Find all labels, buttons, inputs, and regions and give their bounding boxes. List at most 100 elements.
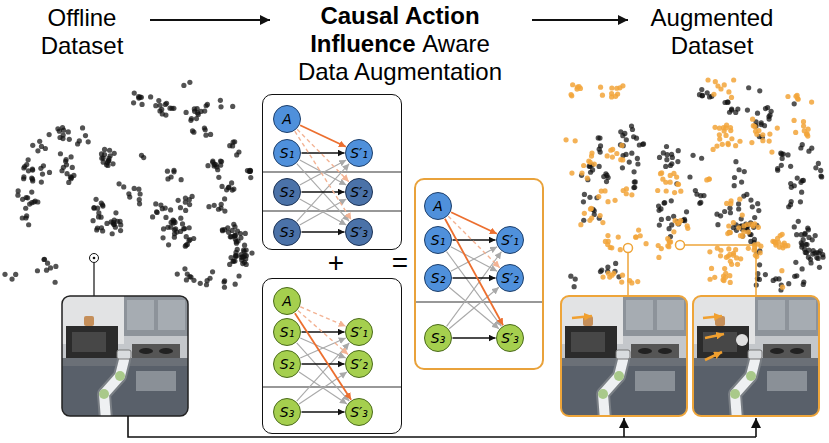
label-box: Causal Action InfluenceAware Data Augmen… — [287, 2, 513, 86]
scatter-dot — [222, 209, 227, 214]
node-label: S₁ — [431, 233, 446, 247]
causal-edge — [447, 252, 502, 327]
scatter-dot — [2, 272, 7, 277]
label-box: Offline Dataset — [12, 4, 152, 60]
scatter-dot — [588, 160, 593, 165]
node-label: S₁ — [280, 146, 295, 160]
causal-edge — [299, 372, 347, 404]
scatter-dot — [185, 242, 190, 247]
causal-edge — [298, 311, 348, 355]
scatter-dot — [732, 183, 737, 188]
scatter-dot — [700, 93, 705, 98]
scatter-dot — [234, 152, 239, 157]
scatter-dot — [698, 200, 703, 205]
scatter-dot — [724, 122, 729, 127]
scatter-dot — [755, 201, 760, 206]
scatter-dot — [90, 218, 95, 223]
scatter-dot — [207, 276, 212, 281]
scatter-dot — [795, 175, 800, 180]
scatter-dot — [659, 217, 664, 222]
scatter-dot — [775, 125, 780, 130]
scatter-dot — [165, 169, 170, 174]
scatter-dot — [38, 166, 43, 171]
variable-node: A — [424, 192, 452, 220]
scatter-dot — [756, 208, 761, 213]
scatter-dot — [727, 110, 732, 115]
scatter-dot — [620, 273, 625, 278]
scatter-dot — [766, 114, 771, 119]
scatter-dot — [661, 150, 666, 155]
variable-node: S′₃ — [345, 398, 373, 426]
scatter-dot — [725, 100, 730, 105]
causal-edge — [297, 164, 349, 222]
scatter-dot — [618, 247, 623, 252]
scatter-dot — [742, 169, 747, 174]
scatter-dot — [30, 167, 35, 172]
scatter-dot — [612, 198, 617, 203]
scatter-dot — [113, 210, 118, 215]
scatter-dot — [156, 98, 161, 103]
scatter-dot — [241, 248, 246, 253]
causal-edge — [447, 252, 502, 327]
scatter-dot — [729, 95, 734, 100]
scatter-dot — [816, 256, 821, 261]
scatter-dot — [68, 176, 73, 181]
scatter-dot — [620, 165, 625, 170]
scatter-dot — [581, 218, 586, 223]
causal-edge — [300, 160, 347, 185]
scatter-dot — [745, 222, 750, 227]
scatter-dot — [656, 243, 661, 248]
scatter-dot — [801, 123, 806, 128]
scatter-dot — [788, 202, 793, 207]
scatter-dot — [181, 226, 186, 231]
scatter-dot — [68, 154, 73, 159]
scatter-dot — [137, 197, 142, 202]
scatter-dot — [799, 244, 804, 249]
scatter-dot — [163, 113, 168, 118]
scatter-dot — [672, 190, 677, 195]
scatter-dot — [746, 85, 751, 90]
scatter-dot — [158, 202, 163, 207]
scatter-dot — [731, 220, 736, 225]
scatter-dot — [733, 159, 738, 164]
causal-edge — [453, 239, 496, 240]
scatter-dot — [225, 225, 230, 230]
scatter-dot — [758, 244, 763, 249]
scatter-dot — [736, 206, 741, 211]
scatter-dot — [794, 273, 799, 278]
scatter-dot — [818, 173, 823, 178]
leader-line — [627, 253, 629, 296]
scatter-dot — [614, 86, 619, 91]
scatter-dot — [111, 222, 116, 227]
scatter-dot — [136, 94, 141, 99]
scatter-dot — [233, 233, 238, 238]
scatter-dot — [77, 138, 82, 143]
scatter-dot — [789, 185, 794, 190]
scatter-dot — [806, 235, 811, 240]
variable-node: S₂ — [273, 178, 301, 206]
scatter-dot — [59, 168, 64, 173]
variable-node: S₂ — [273, 350, 301, 378]
flow-line — [128, 416, 756, 437]
node-label: S₃ — [280, 405, 295, 419]
scatter-dot — [798, 145, 803, 150]
scatter-dot — [699, 87, 704, 92]
node-label: S′₃ — [350, 405, 368, 419]
label-box: Augmented Dataset — [632, 4, 792, 60]
scatter-dot — [182, 266, 187, 271]
scatter-dot — [738, 256, 743, 261]
scatter-dot — [47, 132, 52, 137]
scatter-dot — [791, 118, 796, 123]
scatter-dot — [746, 246, 751, 251]
stage-heading: Offline Dataset — [41, 4, 124, 59]
scatter-dot — [800, 266, 805, 271]
scatter-dot — [637, 142, 642, 147]
scatter-dot — [183, 208, 188, 213]
scatter-dot — [202, 108, 207, 113]
scatter-dot — [610, 155, 615, 160]
scatter-dot — [161, 226, 166, 231]
scatter-dot — [25, 195, 30, 200]
scatter-dot — [248, 169, 253, 174]
causal-edge — [453, 277, 496, 278]
scatter-dot — [619, 143, 624, 148]
